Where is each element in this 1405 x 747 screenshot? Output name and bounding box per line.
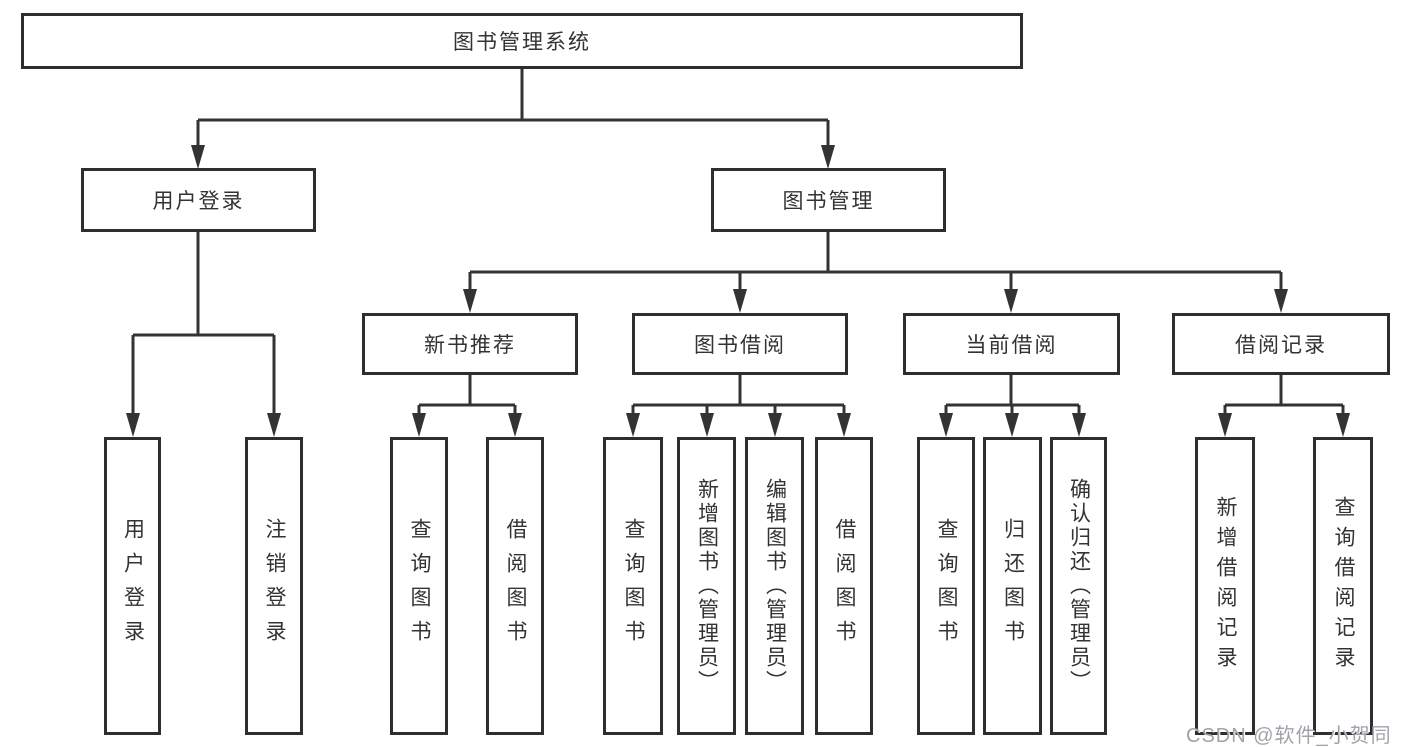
- leaf-query-borrow-record: 查询借阅记录: [1313, 437, 1373, 735]
- node-book-borrowing: 图书借阅: [632, 313, 848, 375]
- node-new-book-recommend: 新书推荐: [362, 313, 578, 375]
- leaf-confirm-return-admin: 确认归还（管理员）: [1050, 437, 1107, 735]
- leaf-query-books-recommend: 查询图书: [390, 437, 448, 735]
- node-borrowing-records: 借阅记录: [1172, 313, 1390, 375]
- leaf-query-books-borrowing: 查询图书: [603, 437, 663, 735]
- leaf-edit-books-admin: 编辑图书（管理员）: [745, 437, 804, 735]
- node-current-borrowing: 当前借阅: [903, 313, 1120, 375]
- leaf-add-books-admin: 新增图书（管理员）: [677, 437, 736, 735]
- leaf-borrow-books-recommend: 借阅图书: [486, 437, 544, 735]
- node-book-management: 图书管理: [711, 168, 946, 232]
- node-library-management-system: 图书管理系统: [21, 13, 1023, 69]
- csdn-watermark: CSDN @软件_小贺同学: [1186, 725, 1392, 747]
- leaf-borrow-books-borrowing: 借阅图书: [815, 437, 873, 735]
- leaf-query-books-current: 查询图书: [917, 437, 975, 735]
- leaf-return-books: 归还图书: [983, 437, 1042, 735]
- leaf-user-login: 用户登录: [104, 437, 161, 735]
- leaf-logout: 注销登录: [245, 437, 303, 735]
- node-user-login: 用户登录: [81, 168, 316, 232]
- leaf-add-borrow-record: 新增借阅记录: [1195, 437, 1255, 735]
